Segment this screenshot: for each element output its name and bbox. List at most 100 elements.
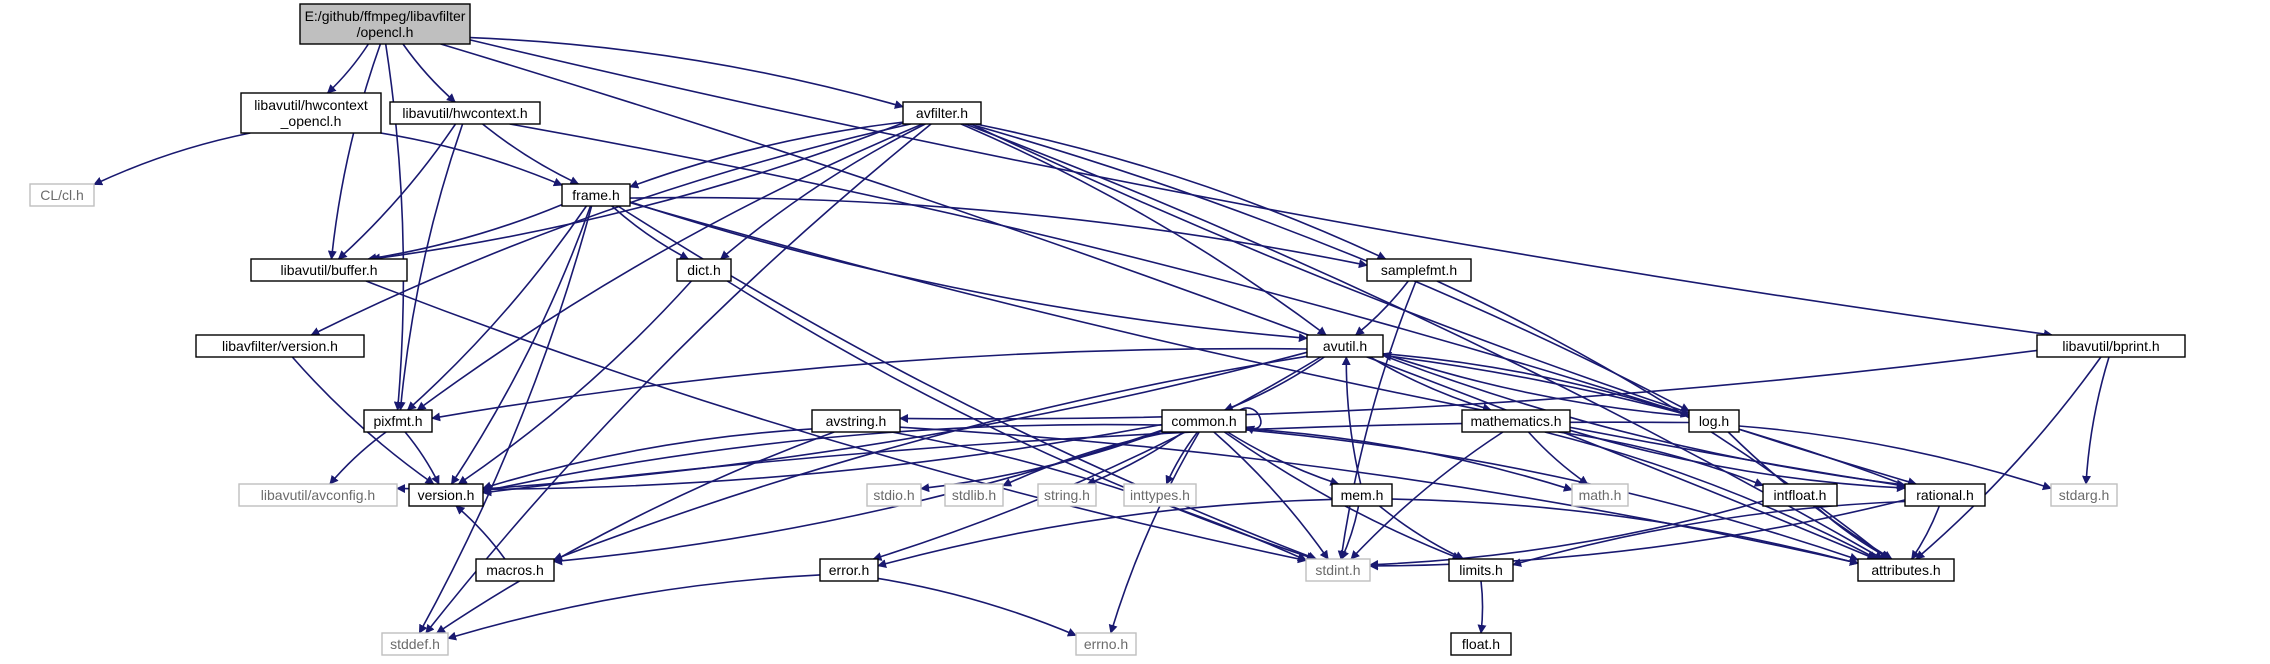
edge-rational-to-stdint (1369, 499, 1906, 571)
node-box (1123, 483, 1197, 507)
edge-bprint-to-stdarg (2081, 356, 2110, 485)
node-bprint[interactable]: libavutil/bprint.h (2036, 334, 2186, 358)
node-label: common.h (1171, 413, 1236, 429)
node-label: E:/github/ffmpeg/libavfilter (305, 8, 466, 24)
node-label: _opencl.h (280, 113, 342, 129)
edge-mathematics-to-stdint (1350, 431, 1504, 560)
node-box (1762, 483, 1838, 507)
node-box (1904, 483, 1986, 507)
node-label: mem.h (1341, 487, 1384, 503)
edge-dict-to-version (457, 280, 692, 485)
edge-lafversion-to-version (291, 356, 435, 485)
node-box (29, 183, 95, 207)
node-stdint: stdint.h (1305, 558, 1371, 582)
node-frame[interactable]: frame.h (561, 183, 631, 207)
edge-opencl-to-pixfmt (384, 43, 405, 411)
node-box (1366, 258, 1472, 282)
edge-hwctx-opencl-to-clh (93, 132, 251, 186)
node-attributes[interactable]: attributes.h (1857, 558, 1955, 582)
node-samplefmt[interactable]: samplefmt.h (1366, 258, 1472, 282)
node-label: math.h (1579, 487, 1622, 503)
node-common[interactable]: common.h (1161, 409, 1247, 433)
edge-opencl-to-avfilter (469, 36, 904, 109)
node-label: samplefmt.h (1381, 262, 1457, 278)
node-string: string.h (1037, 483, 1097, 507)
node-avstring[interactable]: avstring.h (811, 409, 901, 433)
node-box (944, 483, 1004, 507)
edge-rational-to-limits (1512, 500, 1906, 567)
edge-common-to-stdint (1213, 431, 1329, 560)
node-label: mathematics.h (1470, 413, 1561, 429)
edge-intfloat-to-attributes (1814, 505, 1892, 560)
node-limits[interactable]: limits.h (1448, 558, 1514, 582)
edge-frame-to-pixfmt (406, 205, 588, 411)
edge-avstring-to-version (482, 428, 813, 491)
edge-hwctx-to-log (509, 123, 1690, 417)
node-box (389, 101, 541, 125)
node-label: version.h (418, 487, 475, 503)
node-pixfmt[interactable]: pixfmt.h (363, 409, 433, 433)
edge-frame-to-avutil (629, 201, 1308, 343)
edge-avutil-to-error (872, 356, 1322, 561)
node-dict[interactable]: dict.h (676, 258, 732, 282)
edge-buffer-to-stdint (365, 280, 1307, 564)
node-box (866, 483, 922, 507)
dependency-edges (93, 36, 2110, 641)
node-box (1571, 483, 1629, 507)
edge-mathematics-to-math (1527, 431, 1589, 485)
edge-avutil-to-pixfmt (431, 347, 1308, 422)
edge-common-to-version (482, 423, 1163, 495)
edge-rational-to-attributes (1911, 505, 1941, 560)
edge-avutil-to-rational (1382, 354, 1906, 489)
node-opencl[interactable]: E:/github/ffmpeg/libavfilter/opencl.h (299, 3, 471, 45)
node-box (1306, 334, 1384, 358)
edge-frame-to-dict (611, 205, 689, 260)
edge-mathematics-to-intfloat (1558, 431, 1764, 487)
node-label: frame.h (572, 187, 619, 203)
edge-common-to-math (1245, 428, 1573, 492)
node-label: libavutil/hwcontext (254, 97, 368, 113)
node-mem[interactable]: mem.h (1331, 483, 1393, 507)
edge-opencl-to-attributes (440, 43, 1877, 561)
node-mathematics[interactable]: mathematics.h (1461, 409, 1571, 433)
edge-common-to-errno (1108, 431, 1200, 634)
node-avutil[interactable]: avutil.h (1306, 334, 1384, 358)
node-box (1305, 558, 1371, 582)
node-label: stdlib.h (952, 487, 996, 503)
node-stdlib: stdlib.h (944, 483, 1004, 507)
edge-pixfmt-to-avconfig (329, 431, 387, 485)
edge-rational-to-avutil (1382, 351, 1906, 486)
node-box (240, 92, 382, 134)
edge-avutil-to-log (1382, 352, 1690, 418)
node-error[interactable]: error.h (819, 558, 879, 582)
node-intfloat[interactable]: intfloat.h (1762, 483, 1838, 507)
node-lafversion[interactable]: libavfilter/version.h (195, 334, 365, 358)
node-buffer[interactable]: libavutil/buffer.h (250, 258, 408, 282)
node-box (2036, 334, 2186, 358)
edge-mathematics-to-rational (1569, 429, 1906, 493)
node-hwctx[interactable]: libavutil/hwcontext.h (389, 101, 541, 125)
node-hwctx-opencl[interactable]: libavutil/hwcontext_opencl.h (240, 92, 382, 134)
node-float[interactable]: float.h (1450, 632, 1512, 656)
node-box (408, 483, 484, 507)
node-avconfig: libavutil/avconfig.h (238, 483, 398, 507)
edge-avfilter-to-attributes (964, 123, 1884, 560)
edge-pixfmt-to-version (404, 431, 440, 485)
edge-avfilter-to-avutil (960, 123, 1327, 336)
node-macros[interactable]: macros.h (475, 558, 555, 582)
node-log[interactable]: log.h (1688, 409, 1740, 433)
node-avfilter[interactable]: avfilter.h (902, 101, 982, 125)
node-label: error.h (829, 562, 869, 578)
node-rational[interactable]: rational.h (1904, 483, 1986, 507)
node-box (1331, 483, 1393, 507)
edge-samplefmt-to-attributes (1436, 280, 1889, 560)
edge-avstring-to-attributes (899, 426, 1859, 566)
node-version[interactable]: version.h (408, 483, 484, 507)
node-box (561, 183, 631, 207)
node-label: stdarg.h (2059, 487, 2110, 503)
edge-avstring-to-stdint (891, 431, 1307, 561)
node-label: inttypes.h (1130, 487, 1190, 503)
edge-log-to-stdarg (1738, 425, 2052, 491)
edge-avutil-to-mathematics (1369, 356, 1492, 412)
